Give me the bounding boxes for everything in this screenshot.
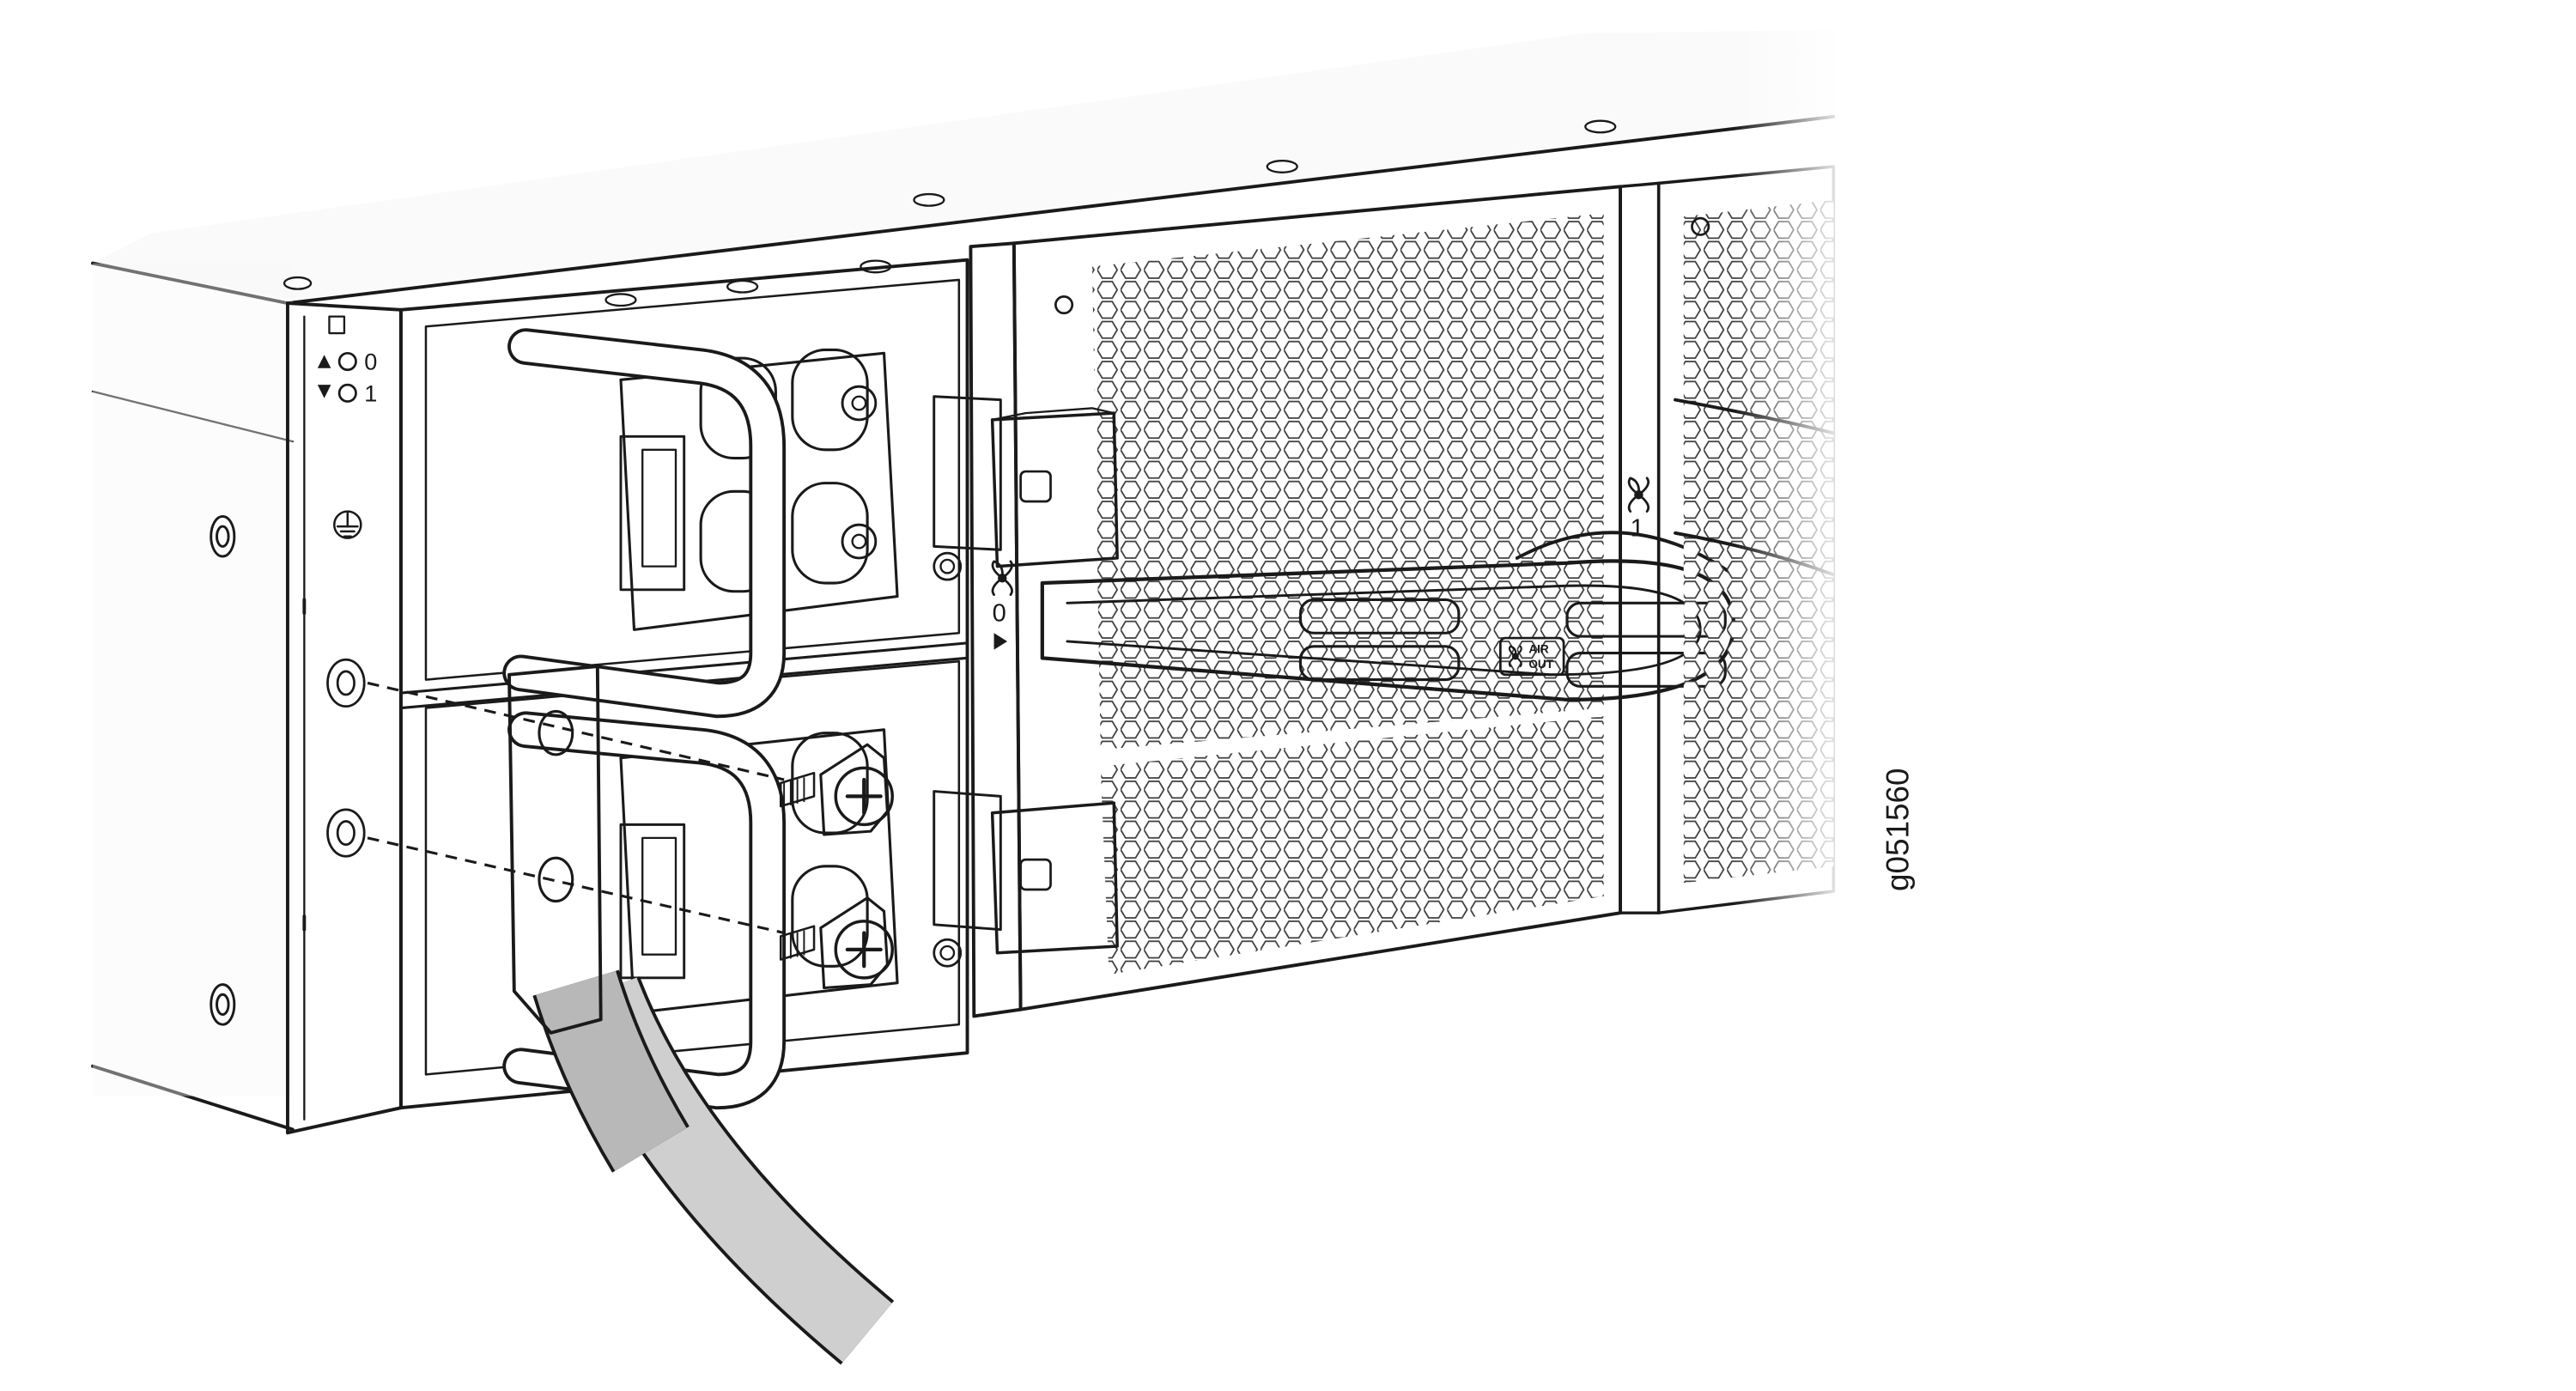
arrow-down-icon <box>317 385 331 398</box>
fan-1-label: 1 <box>1631 515 1644 543</box>
top-screws <box>283 119 1617 307</box>
lug-hole-lower <box>538 856 574 903</box>
ground-cable <box>532 969 895 1365</box>
fan-0-upper-latch <box>933 395 1119 568</box>
fade-overlay <box>1733 25 1850 958</box>
ground-stud-holes <box>326 658 366 858</box>
air-out-line1: AIR <box>1528 643 1549 656</box>
fan-0-label: 0 <box>993 600 1006 628</box>
chassis <box>91 29 1836 1132</box>
screw-upper <box>779 743 894 836</box>
lug-hole-upper <box>538 709 574 756</box>
chassis-side <box>92 263 293 1096</box>
psu-0-handle <box>502 328 787 719</box>
ground-icon <box>333 510 362 539</box>
front-bezel: 0 1 <box>286 301 403 1135</box>
fan-module-1: 1 <box>1619 25 1850 958</box>
psu-0 <box>502 328 963 719</box>
psu-1 <box>502 711 963 1110</box>
fan-0-lower-latch <box>933 790 1119 955</box>
psu-1-terminal-block <box>619 728 963 1015</box>
power-supply-icon <box>337 351 357 372</box>
psu-0-label: 0 <box>364 349 377 375</box>
air-out-icon <box>1508 645 1522 668</box>
arrow-up-icon <box>317 355 331 368</box>
air-out-line2: OUT <box>1528 658 1553 671</box>
chassis-top <box>92 29 1834 301</box>
power-supply-icon <box>337 383 357 403</box>
screw-icon <box>779 743 894 990</box>
psu-1-handle <box>502 711 787 1110</box>
air-out-badge: AIR OUT <box>1499 636 1565 677</box>
screw-lower <box>779 896 894 990</box>
fan-icon <box>1627 477 1650 513</box>
fan-icon <box>991 560 1013 596</box>
figure-id: g051560 <box>1880 768 1916 891</box>
alignment-lines <box>367 681 785 934</box>
psu-1-label: 1 <box>364 380 377 407</box>
fan-module-0: 0 AIR OUT <box>933 185 1736 1018</box>
side-mount-holes <box>210 514 236 1026</box>
grounding-lug <box>507 665 603 1035</box>
psu-0-terminal-block <box>619 348 963 631</box>
